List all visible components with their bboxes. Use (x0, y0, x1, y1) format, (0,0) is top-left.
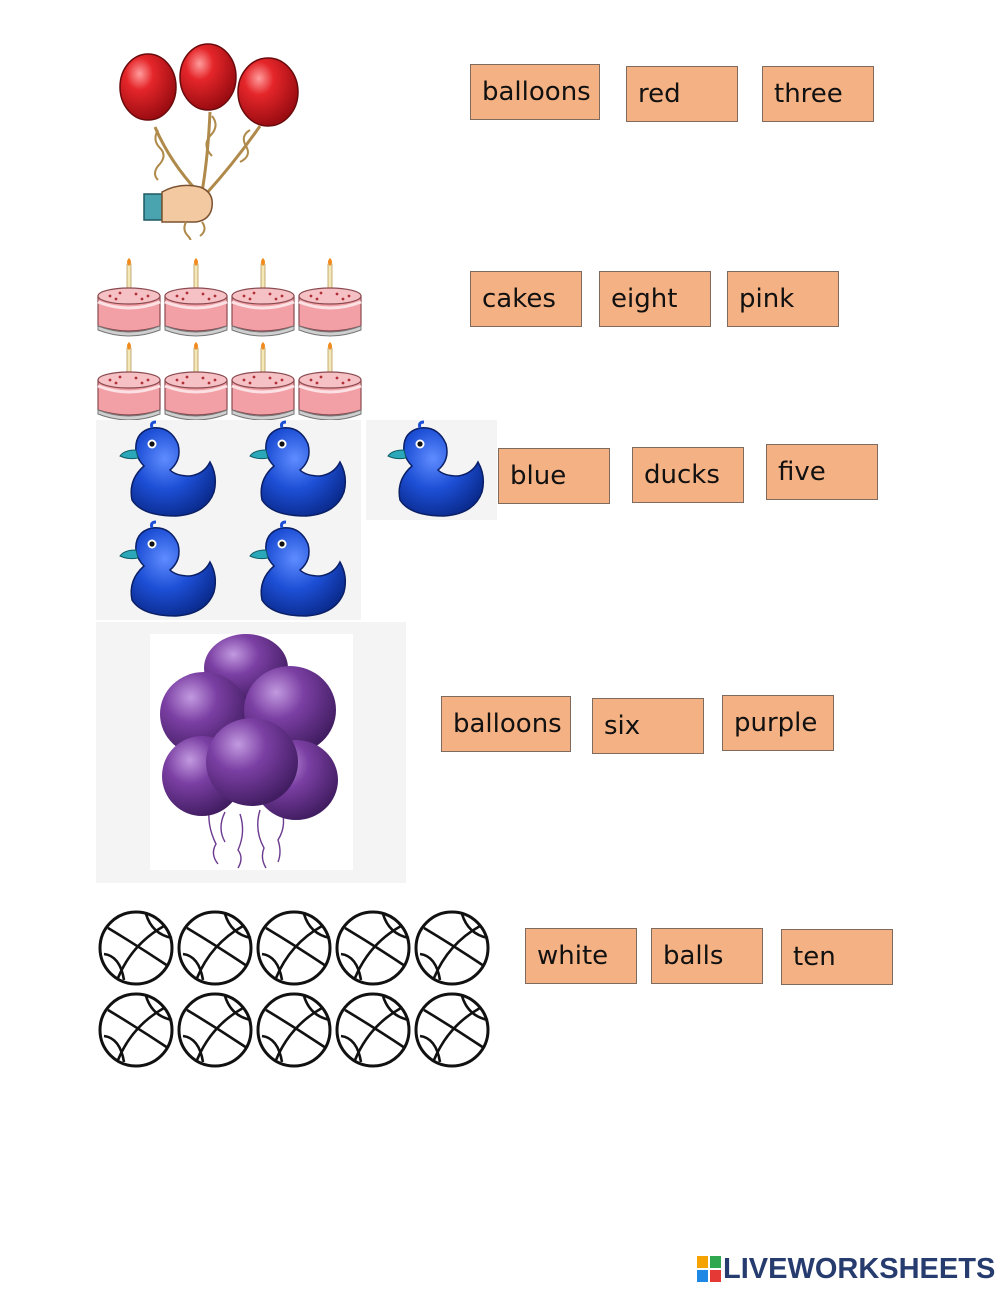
cake-icon (230, 258, 296, 338)
cake-icon (96, 258, 162, 338)
word-card-red[interactable]: red (626, 66, 738, 122)
basketball-icon (256, 910, 332, 986)
balloon-icon (206, 718, 298, 806)
basketball-icon (177, 992, 253, 1068)
cake-icon (297, 340, 363, 420)
rubber-duck-icon (248, 420, 347, 518)
basketball-icon (335, 910, 411, 986)
word-card-five[interactable]: five (766, 444, 878, 500)
word-card-balloons[interactable]: balloons (441, 696, 571, 752)
rubber-duck-icon (118, 420, 217, 518)
balloon-icon (204, 57, 299, 196)
cake-icon (230, 340, 296, 420)
word-card-cakes[interactable]: cakes (470, 271, 582, 327)
basketball-icon (177, 910, 253, 986)
basketball-icon (335, 992, 411, 1068)
rubber-duck-icon (118, 520, 217, 618)
basketball-icon (98, 992, 174, 1068)
basketballs-image (98, 910, 490, 1068)
rubber-duck-icon (386, 420, 485, 518)
word-card-six[interactable]: six (592, 698, 704, 754)
brand-name: LIVEWORKSHEETS (723, 1253, 996, 1285)
balloon-icon (179, 43, 237, 193)
word-card-eight[interactable]: eight (599, 271, 711, 327)
basketball-icon (256, 992, 332, 1068)
word-card-white[interactable]: white (525, 928, 637, 984)
hand-icon (143, 184, 213, 240)
basketball-icon (414, 910, 490, 986)
word-card-ducks[interactable]: ducks (632, 447, 744, 503)
cake-icon (96, 340, 162, 420)
word-card-balloons[interactable]: balloons (470, 64, 600, 120)
cake-icon (163, 340, 229, 420)
basketball-icon (98, 910, 174, 986)
word-card-three[interactable]: three (762, 66, 874, 122)
rubber-duck-icon (248, 520, 347, 618)
word-card-ten[interactable]: ten (781, 929, 893, 985)
word-card-blue[interactable]: blue (498, 448, 610, 504)
word-card-pink[interactable]: pink (727, 271, 839, 327)
red-balloons-image (119, 43, 299, 240)
word-card-purple[interactable]: purple (722, 695, 834, 751)
cakes-image (96, 258, 363, 420)
basketball-icon (414, 992, 490, 1068)
ducks-image (118, 420, 485, 618)
purple-balloons-image (150, 634, 353, 870)
liveworksheets-logo-icon (697, 1256, 721, 1282)
liveworksheets-brand: LIVEWORKSHEETS (697, 1252, 995, 1286)
cake-icon (163, 258, 229, 338)
word-card-balls[interactable]: balls (651, 928, 763, 984)
cake-icon (297, 258, 363, 338)
